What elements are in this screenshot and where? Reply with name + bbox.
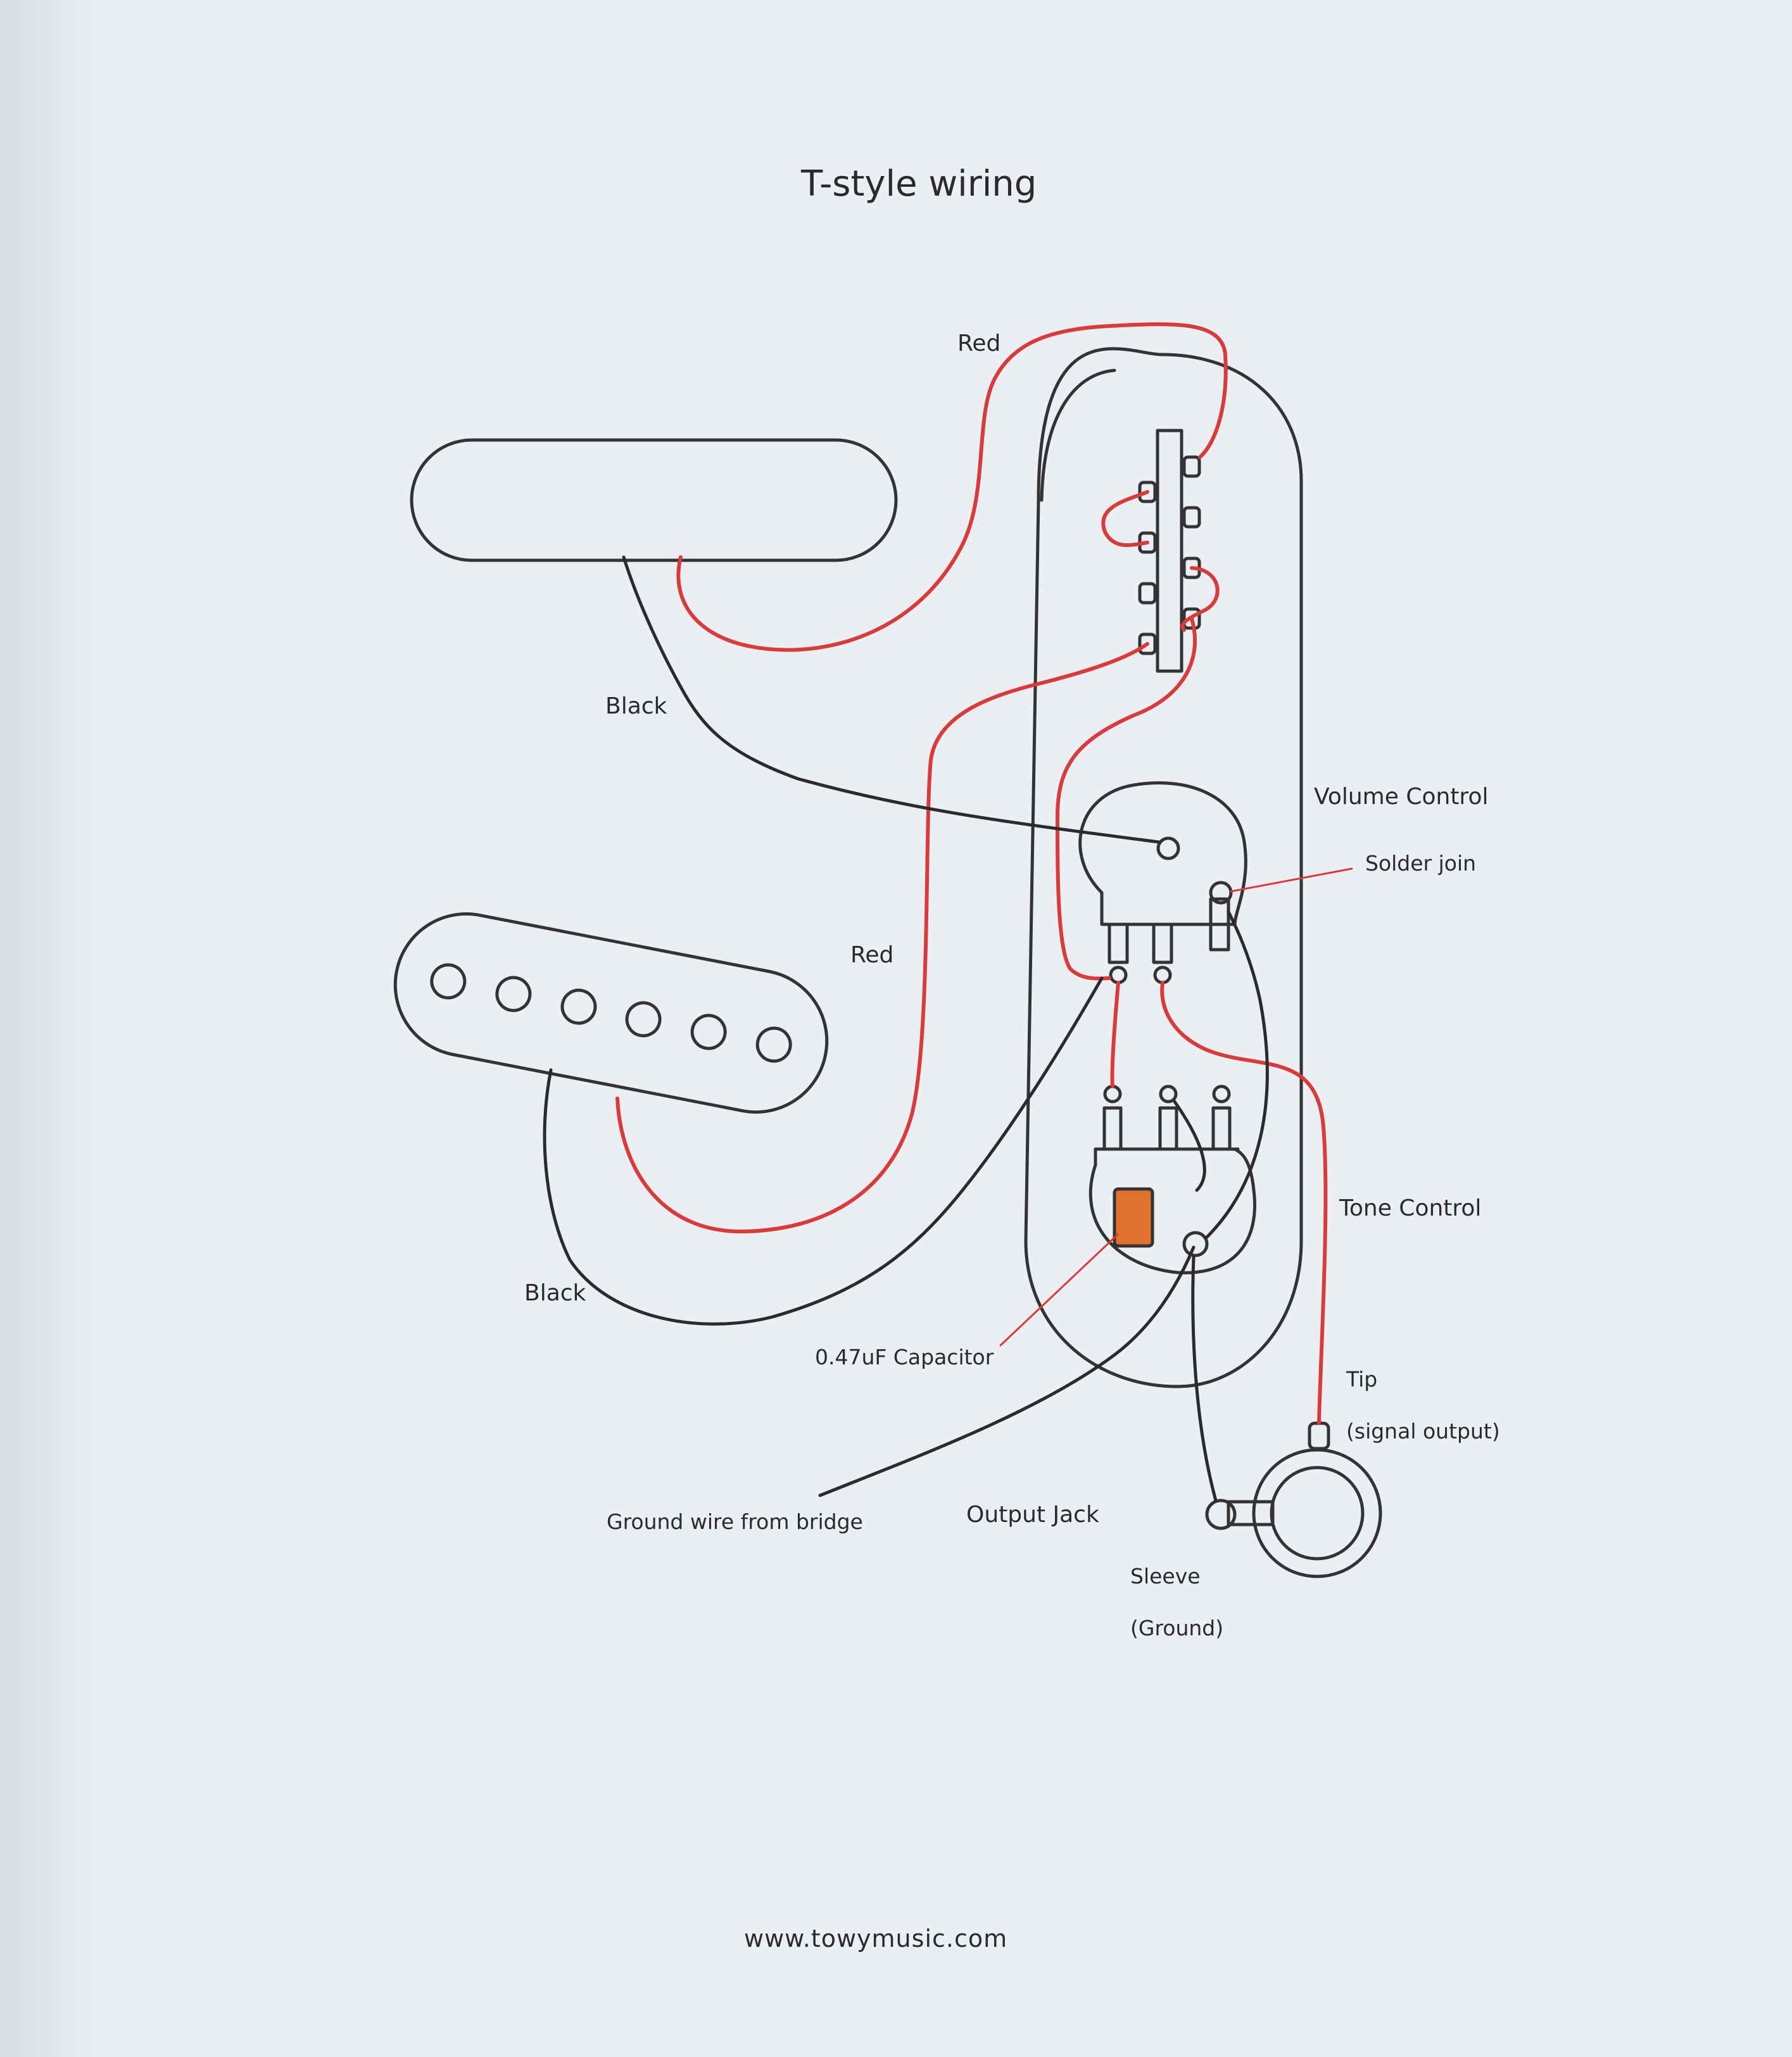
label-red-top: Red	[957, 330, 1001, 356]
tone-lug	[1211, 1106, 1232, 1151]
red-wire-switch-jumper-1	[1101, 490, 1149, 547]
label-capacitor: 0.47uF Capacitor	[815, 1345, 994, 1369]
control-plate	[1024, 347, 1303, 1388]
label-signal-output: (signal output)	[1346, 1419, 1500, 1444]
pole-piece	[430, 963, 467, 1000]
tone-lug	[1158, 1106, 1178, 1151]
volume-solder-point	[1209, 881, 1233, 905]
jack-tip-lug	[1308, 1421, 1330, 1450]
label-tip: Tip	[1346, 1367, 1378, 1392]
volume-lug	[1152, 922, 1173, 964]
black-wire-neck-pickup	[622, 555, 1161, 844]
label-ground-wire: Ground wire from bridge	[607, 1509, 863, 1534]
volume-lug	[1209, 897, 1230, 952]
red-wire-neck-pickup	[676, 322, 1228, 652]
tone-pot	[1088, 1147, 1256, 1274]
volume-lug-eye	[1109, 966, 1128, 984]
jack-sleeve-lug	[1205, 1499, 1237, 1530]
ground-wire-from-bridge	[818, 1245, 1196, 1497]
jack-sleeve-tab	[1227, 1500, 1275, 1526]
capacitor-pointer	[999, 1233, 1119, 1347]
red-wire-bridge-pickup	[615, 642, 1149, 1234]
pole-piece	[755, 1026, 792, 1063]
label-ground: (Ground)	[1130, 1616, 1224, 1640]
volume-lug-eye	[1153, 966, 1172, 984]
output-jack-inner	[1270, 1466, 1365, 1561]
footer-website: www.towymusic.com	[744, 1925, 1008, 1953]
label-black-top: Black	[605, 693, 667, 719]
pole-piece	[560, 988, 597, 1025]
capacitor	[1113, 1187, 1154, 1248]
switch-lug	[1138, 481, 1157, 503]
neck-pickup	[410, 438, 898, 562]
switch-lug	[1138, 582, 1157, 605]
page-title: T-style wiring	[801, 163, 1037, 204]
label-tone-control: Tone Control	[1339, 1195, 1482, 1221]
red-wire-volume-to-tone	[1110, 981, 1120, 1088]
tone-lug	[1102, 1106, 1123, 1151]
red-wire-volume-to-jack	[1160, 981, 1328, 1425]
label-solder-join: Solder join	[1365, 851, 1477, 876]
label-volume-control: Volume Control	[1314, 784, 1489, 810]
label-output-jack: Output Jack	[966, 1502, 1099, 1528]
pole-piece	[495, 976, 532, 1012]
volume-center-lug	[1156, 836, 1180, 860]
label-sleeve: Sleeve	[1130, 1564, 1201, 1588]
switch-lug	[1182, 455, 1201, 478]
solder-join-pointer	[1230, 867, 1353, 893]
selector-switch	[1156, 429, 1183, 673]
black-wire-tone-to-jack	[1191, 1255, 1218, 1502]
pole-piece	[690, 1014, 727, 1050]
volume-lug	[1107, 922, 1129, 964]
red-wire-switch-jumper-2	[1180, 566, 1220, 632]
black-wire-bridge-pickup	[543, 976, 1104, 1326]
tone-lug-eye	[1103, 1085, 1122, 1104]
pole-piece	[625, 1001, 662, 1038]
tone-ground-lug	[1182, 1231, 1209, 1257]
paper-shadow	[0, 0, 101, 2057]
tone-lug-eye	[1159, 1085, 1178, 1104]
label-black-bottom: Black	[524, 1280, 586, 1306]
red-wire-switch-to-volume	[1056, 617, 1197, 981]
switch-lug	[1182, 506, 1201, 529]
bridge-pickup	[393, 912, 829, 1114]
black-wire-tone-ground	[1204, 910, 1269, 1240]
black-wire-tone-lug	[1173, 1100, 1206, 1192]
switch-lug	[1138, 632, 1157, 655]
label-red-mid: Red	[850, 942, 894, 968]
control-plate-inner	[1040, 368, 1116, 502]
tone-lug-eye	[1212, 1085, 1231, 1104]
switch-lug	[1182, 607, 1201, 630]
